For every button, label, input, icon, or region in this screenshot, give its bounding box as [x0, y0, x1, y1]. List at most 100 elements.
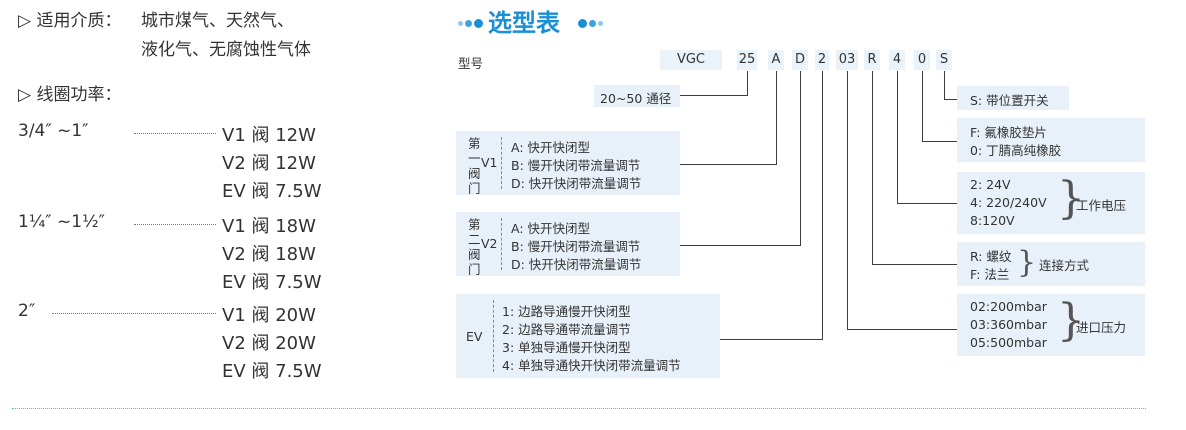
- code-ev: 2: [815, 50, 829, 70]
- pressure-option: 03:360mbar: [970, 317, 1047, 332]
- valve1-label-char: 第: [468, 136, 481, 151]
- leader-line: [52, 313, 216, 314]
- media-line-2: 液化气、无腐蚀性气体: [141, 40, 311, 60]
- voltage-option: 4: 220/240V: [970, 195, 1047, 210]
- bore-box: 20~50 通径: [594, 85, 680, 107]
- pressure-box: 02:200mbar 03:360mbar 05:500mbar } 进口压力: [957, 294, 1145, 356]
- connection-option: F: 法兰: [970, 267, 1010, 282]
- connector-line: [944, 99, 957, 100]
- valve2-option: A: 快开快闭型: [511, 221, 591, 236]
- code-gasket: 0: [914, 50, 930, 70]
- ev-option: 2: 边路导通带流量调节: [502, 322, 631, 337]
- ev-box: EV 1: 边路导通慢开快闭型 2: 边路导通带流量调节 3: 单独导通慢开快闭…: [456, 294, 720, 378]
- pressure-option: 05:500mbar: [970, 335, 1047, 350]
- connection-box: R: 螺纹 F: 法兰 } 连接方式: [957, 242, 1145, 286]
- size-label: 1¼″ ~1½″: [18, 212, 105, 232]
- valve1-option: A: 快开快闭型: [511, 140, 591, 155]
- gasket-option: F: 氟橡胶垫片: [970, 125, 1047, 140]
- connector-line: [944, 71, 945, 99]
- connector-line: [680, 164, 777, 165]
- power-spec: V2 阀 18W: [222, 244, 316, 265]
- code-connection: R: [864, 50, 880, 70]
- bottom-divider: [12, 408, 1146, 409]
- brace-icon: }: [1057, 173, 1085, 224]
- media-line-1: 城市煤气、天然气、: [141, 11, 294, 31]
- power-spec: V1 阀 12W: [222, 125, 316, 146]
- power-spec: V2 阀 12W: [222, 153, 316, 174]
- connector-line: [776, 71, 777, 164]
- connection-label: 连接方式: [1039, 258, 1090, 273]
- divider: [501, 137, 502, 189]
- power-spec: EV 阀 7.5W: [222, 361, 322, 382]
- valve2-option: B: 慢开快闭带流量调节: [511, 239, 641, 254]
- voltage-box: 2: 24V 4: 220/240V 8:120V } 工作电压: [957, 172, 1145, 234]
- valve1-label-char: 阀: [468, 166, 481, 181]
- size-label: 3/4″ ~1″: [18, 121, 89, 141]
- connector-line: [720, 339, 823, 340]
- switch-text: S: 带位置开关: [970, 93, 1049, 108]
- valve1-box: 第 一 阀 门 V1 A: 快开快闭型 B: 慢开快闭带流量调节 D: 快开快闭…: [456, 131, 680, 196]
- divider: [493, 300, 494, 372]
- switch-box: S: 带位置开关: [957, 86, 1069, 110]
- valve1-option: B: 慢开快闭带流量调节: [511, 158, 641, 173]
- code-v2: D: [792, 50, 808, 70]
- brace-icon: }: [1057, 295, 1085, 346]
- leader-line: [134, 133, 216, 134]
- valve2-option: D: 快开快闭带流量调节: [511, 257, 642, 272]
- valve2-label-char: 二: [468, 232, 481, 247]
- gasket-option: 0: 丁腈高纯橡胶: [970, 143, 1062, 158]
- code-pressure: 03: [836, 50, 858, 70]
- bore-text: 20~50 通径: [600, 91, 672, 106]
- code-bore: 25: [737, 50, 757, 70]
- size-label: 2″: [18, 301, 36, 321]
- valve2-box: 第 二 阀 门 V2 A: 快开快闭型 B: 慢开快闭带流量调节 D: 快开快闭…: [456, 212, 680, 277]
- selection-title: 选型表: [488, 9, 560, 37]
- valve1-option: D: 快开快闭带流量调节: [511, 176, 642, 191]
- code-switch: S: [936, 50, 952, 70]
- power-spec: EV 阀 7.5W: [222, 272, 322, 293]
- voltage-option: 8:120V: [970, 213, 1015, 228]
- connector-line: [872, 264, 957, 265]
- connector-line: [680, 245, 801, 246]
- leader-line: [134, 224, 216, 225]
- connection-option: R: 螺纹: [970, 249, 1012, 264]
- connector-line: [847, 71, 848, 329]
- connector-line: [747, 71, 748, 95]
- title-dots-right: [578, 14, 604, 33]
- connector-line: [847, 329, 957, 330]
- media-label: ▷ 适用介质：: [18, 11, 122, 31]
- valve1-label-char: 一: [468, 151, 481, 166]
- power-spec: V1 阀 20W: [222, 305, 316, 326]
- valve2-label-char: 第: [468, 217, 481, 232]
- connector-line: [897, 71, 898, 203]
- power-spec: EV 阀 7.5W: [222, 181, 322, 202]
- title-dots-left: [458, 14, 484, 33]
- brace-icon: }: [1017, 245, 1037, 280]
- code-vgc: VGC: [660, 50, 722, 70]
- connector-line: [822, 71, 823, 339]
- valve2-name: V2: [481, 236, 498, 251]
- coil-power-label: ▷ 线圈功率：: [18, 85, 122, 105]
- ev-option: 1: 边路导通慢开快闭型: [502, 304, 631, 319]
- connector-line: [922, 71, 923, 141]
- model-label: 型号: [458, 56, 484, 71]
- valve1-label-char: 门: [468, 181, 481, 196]
- power-spec: V2 阀 20W: [222, 333, 316, 354]
- pressure-label: 进口压力: [1076, 320, 1127, 335]
- connector-line: [897, 203, 957, 204]
- code-v1: A: [768, 50, 784, 70]
- gasket-box: F: 氟橡胶垫片 0: 丁腈高纯橡胶: [957, 118, 1145, 162]
- ev-option: 3: 单独导通慢开快闭型: [502, 340, 631, 355]
- divider: [501, 218, 502, 270]
- connector-line: [922, 141, 957, 142]
- pressure-option: 02:200mbar: [970, 299, 1047, 314]
- voltage-option: 2: 24V: [970, 177, 1011, 192]
- connector-line: [872, 71, 873, 264]
- ev-name: EV: [466, 329, 483, 344]
- valve1-name: V1: [481, 155, 498, 170]
- power-spec: V1 阀 18W: [222, 216, 316, 237]
- valve2-label-char: 阀: [468, 247, 481, 262]
- code-voltage: 4: [889, 50, 905, 70]
- valve2-label-char: 门: [468, 262, 481, 277]
- connector-line: [680, 95, 748, 96]
